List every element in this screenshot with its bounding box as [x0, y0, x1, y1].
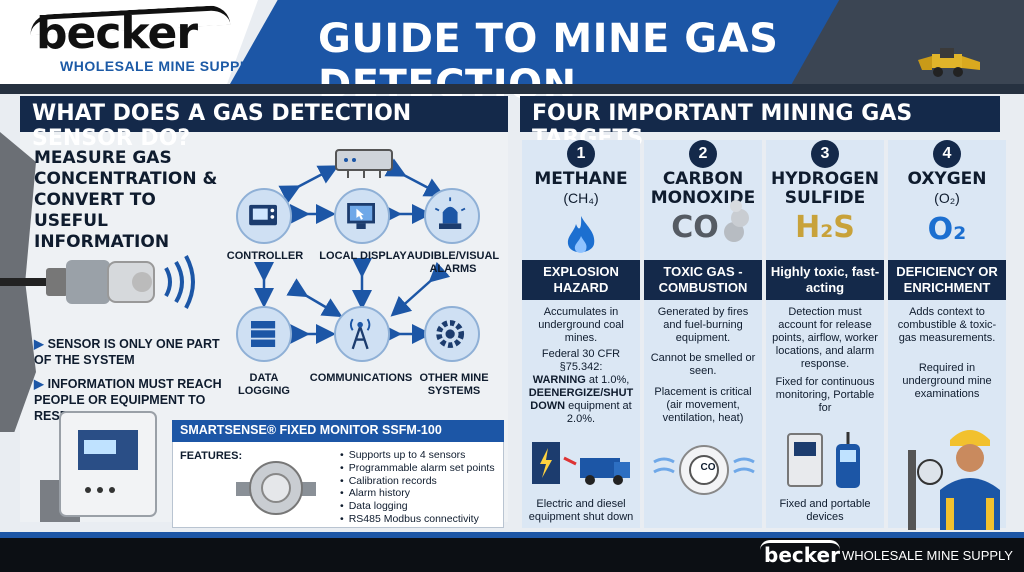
measure-heading: MEASURE GAS CONCENTRATION & CONVERT TO U… [34, 148, 218, 252]
controller-icon [249, 204, 277, 226]
smoke-icon [724, 200, 749, 242]
gas-sensor-icon [0, 255, 195, 309]
feature-item: Supports up to 4 sensors [340, 449, 495, 462]
electric-diesel-icon [532, 442, 630, 485]
network-hub-icon [335, 149, 393, 178]
co-desc-3: Placement is critical (air movement, ven… [654, 386, 752, 424]
footer-logo-swoosh [760, 540, 840, 550]
logo-wordmark: becker [36, 8, 198, 59]
footer-accent [0, 532, 1024, 538]
gear-icon [436, 320, 465, 348]
number-badge: 4 [933, 140, 961, 168]
antenna-icon [349, 318, 371, 350]
smartsense-title: SMARTSENSE® FIXED MONITOR SSFM-100 [172, 420, 504, 442]
number-badge: 3 [811, 140, 839, 168]
miner-worker-icon [908, 430, 1000, 530]
other-systems-label: OTHER MINE SYSTEMS [419, 372, 489, 397]
alarms-node [424, 188, 480, 244]
formula-oxygen-small: (O₂) [934, 190, 960, 206]
methane-desc-2: Federal 30 CFR §75.342: [541, 348, 621, 373]
bullet-system-part: ▶SENSOR IS ONLY ONE PART OF THE SYSTEM [34, 337, 220, 367]
methane-caption: Electric and diesel equipment shut down [528, 498, 634, 523]
gas-name-carbon-monoxide: CARBON MONOXIDE [650, 169, 756, 208]
features-list: Supports up to 4 sensors Programmable al… [340, 449, 495, 526]
co-detector-icon [653, 445, 755, 495]
data-logging-node [236, 306, 292, 362]
controller-node [236, 188, 292, 244]
beacon-icon [434, 197, 466, 229]
communications-node [334, 306, 390, 362]
triangle-bullet-icon: ▶ [34, 377, 44, 391]
formula-methane: (CH₄) [563, 190, 599, 206]
number-badge: 1 [567, 140, 595, 168]
footer-bar [0, 538, 1024, 572]
fixed-portable-devices-icon [787, 432, 860, 488]
features-label: FEATURES: [180, 450, 243, 462]
hazard-oxygen: DEFICIENCY OR ENRICHMENT [888, 260, 1006, 300]
hazard-methane: EXPLOSION HAZARD [522, 260, 640, 300]
communications-label: COMMUNICATIONS [309, 372, 413, 384]
h2s-desc-2: Fixed for continuous monitoring, Portabl… [775, 376, 875, 414]
right-section-title: FOUR IMPORTANT MINING GAS TARGETS [520, 96, 1000, 151]
formula-oxygen-big: O₂ [927, 212, 967, 247]
server-icon [251, 321, 276, 347]
local-display-label: LOCAL DISPLAY [319, 250, 407, 262]
footer-subtitle: WHOLESALE MINE SUPPLY [842, 548, 1013, 563]
flame-icon [567, 216, 595, 253]
gas-name-oxygen: OXYGEN [907, 169, 987, 189]
alarms-label: AUDIBLE/VISUAL ALARMS [406, 250, 500, 275]
footer-wordmark: becker [764, 543, 840, 567]
co-desc-2: Cannot be smelled or seen. [650, 352, 756, 377]
fixed-monitor-icon [40, 411, 157, 522]
oxygen-desc-1: Adds context to combustible & toxic-gas … [897, 306, 997, 344]
co-desc-1: Generated by fires and fuel-burning equi… [657, 306, 749, 344]
logo-subtitle: WHOLESALE MINE SUPPLY [60, 58, 258, 74]
gas-name-methane: METHANE [534, 169, 628, 189]
co-detector-text: CO [700, 462, 716, 473]
header-divider [0, 84, 1024, 94]
formula-h2s: H₂S [795, 210, 855, 245]
number-badge: 2 [689, 140, 717, 168]
feature-item: Alarm history [340, 487, 495, 500]
h2s-caption: Fixed and portable devices [779, 498, 871, 523]
feature-item: RS485 Modbus connectivity [340, 513, 495, 526]
methane-desc-1: Accumulates in underground coal mines. [538, 306, 624, 344]
feature-item: Data logging [340, 500, 495, 513]
triangle-bullet-icon: ▶ [34, 337, 44, 351]
logo-panel [0, 0, 258, 84]
hazard-co: TOXIC GAS - COMBUSTION [644, 260, 762, 300]
oxygen-desc-2: Required in underground mine examination… [902, 362, 992, 400]
left-section-title: WHAT DOES A GAS DETECTION SENSOR DO? [20, 96, 508, 151]
hydrogen-sulfide-column [766, 140, 884, 528]
loader-truck-icon [918, 48, 980, 77]
methane-desc-3: WARNING at 1.0%, DEENERGIZE/SHUT DOWN eq… [528, 374, 634, 425]
other-systems-node [424, 306, 480, 362]
sensor-housing-icon [236, 461, 316, 515]
formula-co: CO [671, 210, 719, 245]
gas-name-hydrogen-sulfide: HYDROGEN SULFIDE [771, 169, 879, 208]
feature-item: Programmable alarm set points [340, 462, 495, 475]
h2s-desc-1: Detection must account for release point… [772, 306, 878, 370]
data-logging-label: DATA LOGGING [238, 372, 290, 397]
controller-label: CONTROLLER [226, 250, 304, 262]
feature-item: Calibration records [340, 475, 495, 488]
oxygen-column [888, 140, 1006, 528]
hazard-h2s: Highly toxic, fast-acting [766, 260, 884, 300]
local-display-node [334, 188, 390, 244]
monitor-icon [347, 203, 375, 229]
